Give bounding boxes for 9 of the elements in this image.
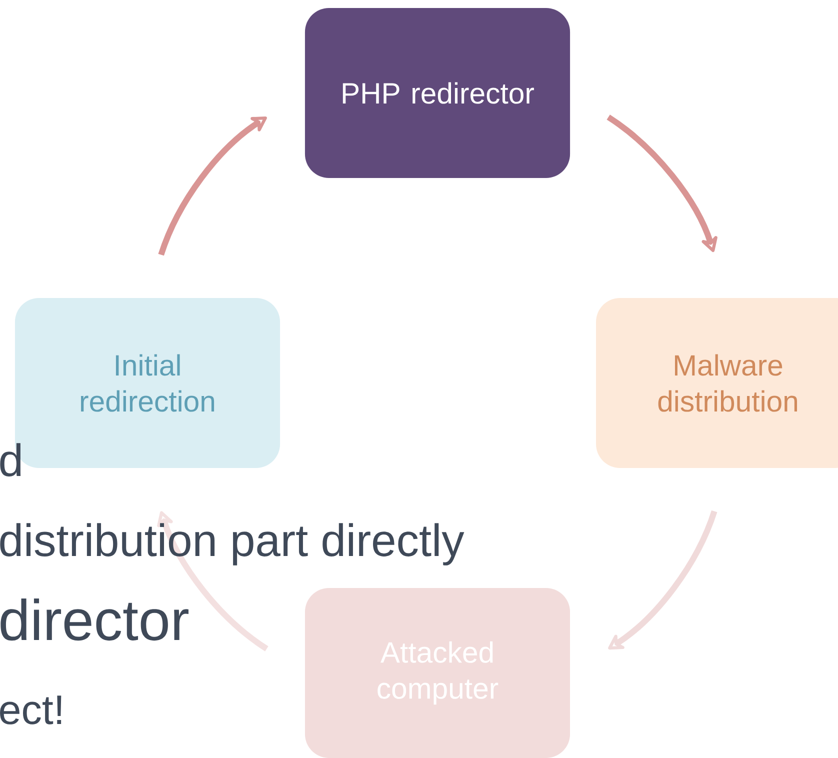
process-box: Malware distribution: [596, 298, 838, 468]
process-box: PHP redirector: [304, 8, 570, 178]
arrow: [608, 510, 718, 650]
arrow: [158, 116, 267, 256]
text-line: director: [0, 598, 188, 641]
arrow: [157, 511, 268, 652]
text-line: ect!: [0, 696, 62, 724]
text-line: distribution part directly: [0, 523, 464, 566]
arrow: [606, 114, 718, 252]
